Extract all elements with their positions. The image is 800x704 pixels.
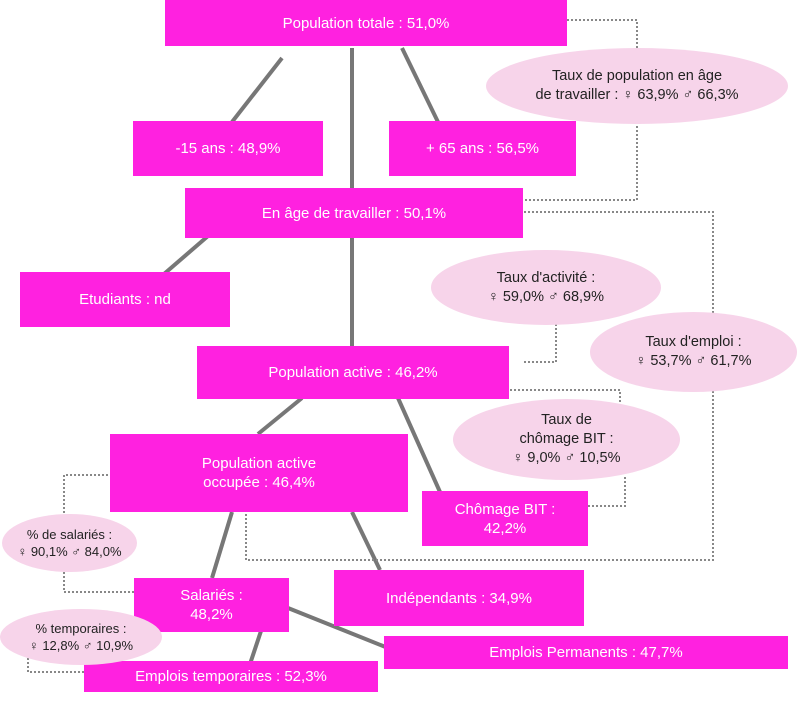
dotted-salaries-link-2 [63, 572, 134, 593]
connector-total-to-moins15 [230, 56, 284, 124]
taux-age-travailler-line-2: de travailler : ♀ 63,9% ♂ 66,3% [535, 87, 739, 103]
dotted-chomage-bit-link [588, 476, 626, 507]
chomage-bit-label-1: Chômage BIT : [454, 500, 556, 518]
taux-chomage-ellipse: Taux de chômage BIT : ♀ 9,0% ♂ 10,5% [453, 399, 680, 480]
dotted-emploi-link [245, 211, 714, 561]
emplois-temporaires-box: Emplois temporaires : 52,3% [84, 661, 378, 692]
population-totale-label: Population totale : 51,0% [282, 14, 450, 32]
connector-active-to-chomage [396, 397, 442, 493]
connector-occupee-to-salaries [210, 511, 234, 579]
taux-age-travailler-ellipse: Taux de population en âge de travailler … [486, 48, 788, 124]
taux-activite-ellipse: Taux d'activité : ♀ 59,0% ♂ 68,9% [431, 250, 661, 325]
connector-salaries-to-temporaires [248, 627, 264, 665]
solid-connectors [162, 47, 442, 665]
chomage-bit-label-2: 42,2% [483, 519, 527, 537]
salaries-label-2: 48,2% [190, 606, 233, 623]
pop-active-occupee-label-2: occupée : 46,4% [203, 474, 315, 491]
connector-age-travailler-to-etudiants [162, 234, 210, 276]
emplois-temporaires-label: Emplois temporaires : 52,3% [135, 668, 327, 685]
pct-salaries-line-2: ♀ 90,1% ♂ 84,0% [17, 544, 122, 559]
population-totale-box: Population totale : 51,0% [165, 0, 567, 46]
pct-temporaires-line-2: ♀ 12,8% ♂ 10,9% [28, 638, 134, 653]
pop-active-occupee-box: Population active occupée : 46,4% [110, 434, 408, 512]
etudiants-label: Etudiants : nd [79, 291, 171, 308]
taux-chomage-line-3: ♀ 9,0% ♂ 10,5% [512, 450, 621, 466]
connector-salaries-to-permanents [287, 606, 389, 650]
connector-total-to-plus65 [400, 47, 440, 123]
dotted-activite-link [524, 318, 557, 363]
chomage-bit-box: Chômage BIT : 42,2% [422, 491, 588, 546]
age-travailler-label: En âge de travailler : 50,1% [261, 204, 447, 222]
population-active-label: Population active : 46,2% [268, 364, 438, 381]
pct-salaries-line-1: % de salariés : [26, 527, 113, 542]
dotted-salaries-link [63, 474, 112, 515]
emplois-permanents-label: Emplois Permanents : 47,7% [489, 644, 683, 661]
salaries-label-1: Salariés : [180, 587, 243, 604]
taux-activite-line-2: ♀ 59,0% ♂ 68,9% [487, 288, 605, 305]
age-travailler-box: En âge de travailler : 50,1% [185, 188, 523, 238]
taux-activite-line-1: Taux d'activité : [496, 269, 596, 286]
moins-15-ans-label: -15 ans : 48,9% [175, 140, 281, 157]
taux-age-travailler-line-1: Taux de population en âge [551, 68, 723, 84]
plus-65-ans-box: + 65 ans : 56,5% [389, 121, 576, 176]
pct-temporaires-ellipse: % temporaires : ♀ 12,8% ♂ 10,9% [0, 609, 162, 665]
emplois-permanents-box: Emplois Permanents : 47,7% [384, 636, 788, 669]
pct-temporaires-line-1: % temporaires : [35, 621, 127, 636]
population-active-box: Population active : 46,2% [197, 346, 509, 399]
taux-emploi-line-1: Taux d'emploi : [645, 334, 742, 350]
taux-emploi-line-2: ♀ 53,7% ♂ 61,7% [635, 353, 752, 369]
independants-box: Indépendants : 34,9% [334, 570, 584, 626]
taux-emploi-ellipse: Taux d'emploi : ♀ 53,7% ♂ 61,7% [590, 312, 797, 392]
pct-salaries-ellipse: % de salariés : ♀ 90,1% ♂ 84,0% [2, 514, 137, 572]
connector-occupee-to-independants [350, 511, 382, 571]
etudiants-box: Etudiants : nd [20, 272, 230, 327]
taux-chomage-line-2: chômage BIT : [519, 431, 614, 447]
salaries-box: Salariés : 48,2% [134, 578, 289, 632]
moins-15-ans-box: -15 ans : 48,9% [133, 121, 323, 176]
dotted-chomage-link [510, 389, 621, 410]
independants-label: Indépendants : 34,9% [386, 589, 532, 607]
pop-active-occupee-label-1: Population active [201, 455, 317, 472]
plus-65-ans-label: + 65 ans : 56,5% [426, 140, 539, 157]
taux-chomage-line-1: Taux de [541, 412, 592, 428]
connector-active-to-occupee [256, 396, 304, 436]
